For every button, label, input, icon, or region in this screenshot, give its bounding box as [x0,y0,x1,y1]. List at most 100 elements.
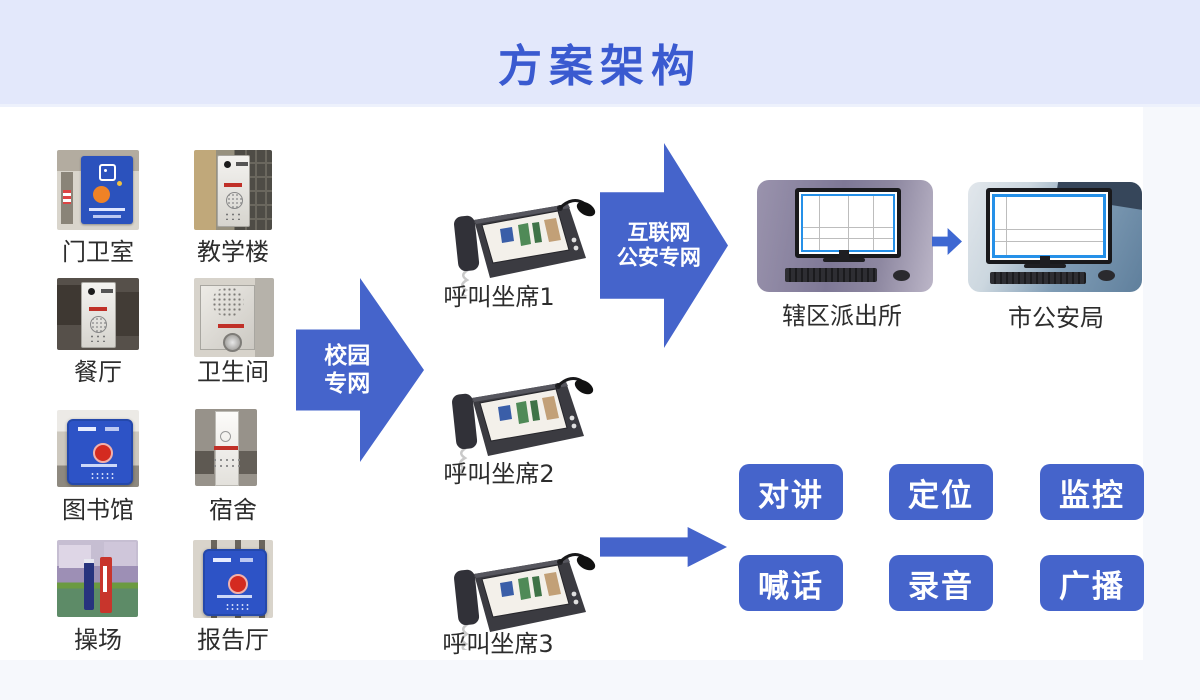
grid-line [873,196,875,250]
emergency-button [227,573,248,594]
monitor-stand [839,250,849,259]
photo-detail [93,215,121,218]
call-button [222,333,242,353]
intercom-panel [80,282,116,348]
monitor-base [823,258,865,262]
photo-dining-hall [57,278,139,350]
feature-chip-recording: 录音 [889,555,993,611]
photo-playground [57,540,138,617]
photo-detail [224,182,242,187]
location-label-playground: 操场 [74,626,122,654]
intercom-panel [216,154,250,228]
monitor-stand [1040,256,1050,265]
mouse [1098,270,1115,281]
app-grid [995,197,1103,255]
campus-network-line2: 专网 [324,371,371,397]
photo-detail [219,430,231,442]
photo-library [57,410,139,487]
header-banner: 方案架构 [0,0,1200,107]
police-network-line2: 公安专网 [616,245,701,270]
location-label-restroom: 卫生间 [197,358,269,386]
monitor-base [1024,264,1066,268]
location-label-lecture-hall: 报告厅 [197,626,269,654]
speaker-grill [225,602,252,610]
mouse [893,270,910,281]
location-label-dining-hall: 餐厅 [74,358,122,386]
keypad-dots [224,212,242,221]
photo-detail [88,307,108,312]
location-label-teaching-building: 教学楼 [197,238,269,266]
call-seat-3-label: 呼叫坐席3 [442,630,554,658]
feature-chip-positioning: 定位 [889,464,993,520]
photo-detail [239,557,254,562]
photo-detail [57,285,82,325]
photo-detail [104,427,119,432]
feature-chip-intercom: 对讲 [739,464,843,520]
photo-detail [114,292,139,336]
emergency-callbox [66,419,134,485]
district-police-label: 辖区派出所 [782,302,902,330]
photo-detail [218,323,244,328]
campus-network-line1: 校园 [324,342,371,369]
photo-detail [102,566,107,593]
feature-chip-paging: 喊话 [739,555,843,611]
photo-lecture-hall [193,540,273,618]
photo-district-police-station [757,180,933,292]
location-label-gate-room: 门卫室 [62,238,134,266]
grid-line [995,241,1103,243]
grid-line [819,196,821,250]
page-title: 方案架构 [498,41,702,92]
photo-detail [83,559,94,564]
photo-detail [235,162,248,167]
keyboard [990,272,1086,284]
app-grid [803,196,893,250]
photo-detail [100,289,113,293]
sos-button [93,186,110,203]
keypad-dots [212,456,240,471]
campus-network-label: 校园 专网 [296,342,398,398]
photo-detail [238,451,257,475]
location-label-dormitory: 宿舍 [209,496,257,524]
photo-detail [216,595,252,599]
sos-panel [81,156,133,224]
blue-call-pillar [83,561,94,610]
photo-detail [213,557,232,562]
speaker-grill [90,471,116,479]
monitor [986,188,1112,264]
grid-line [995,228,1103,230]
keyboard [785,268,877,282]
grid-line [803,227,893,229]
photo-detail [63,190,71,204]
grid-line [1005,197,1007,255]
photo-detail [58,544,91,568]
call-seat-1-label: 呼叫坐席1 [443,283,555,311]
monitor [795,188,901,258]
speaker-grill [90,316,108,334]
feature-chip-monitoring: 监控 [1040,464,1144,520]
photo-detail [89,208,125,211]
emergency-button [92,443,113,464]
shield-icon [99,164,116,181]
feature-chip-broadcast: 广播 [1040,555,1144,611]
keypad-dots [88,334,108,342]
grid-line [803,238,893,240]
photo-detail [195,451,214,475]
emergency-callbox [202,549,268,616]
photo-detail [77,427,97,432]
app-window [801,194,895,252]
speaker-grill [225,192,243,210]
photo-restroom [194,278,274,357]
photo-detail [213,445,239,450]
photo-gate-room [57,150,139,230]
photo-detail [81,464,118,468]
city-bureau-label: 市公安局 [1008,304,1104,332]
photo-teaching-building [194,150,272,230]
location-label-library: 图书馆 [62,496,134,524]
photo-detail [117,181,122,186]
app-window [992,194,1106,258]
call-seat-2-label: 呼叫坐席2 [443,460,555,488]
camera-dot [88,287,96,295]
police-network-line1: 互联网 [627,219,691,244]
speaker-grill [211,287,244,318]
grid-line [848,196,849,250]
